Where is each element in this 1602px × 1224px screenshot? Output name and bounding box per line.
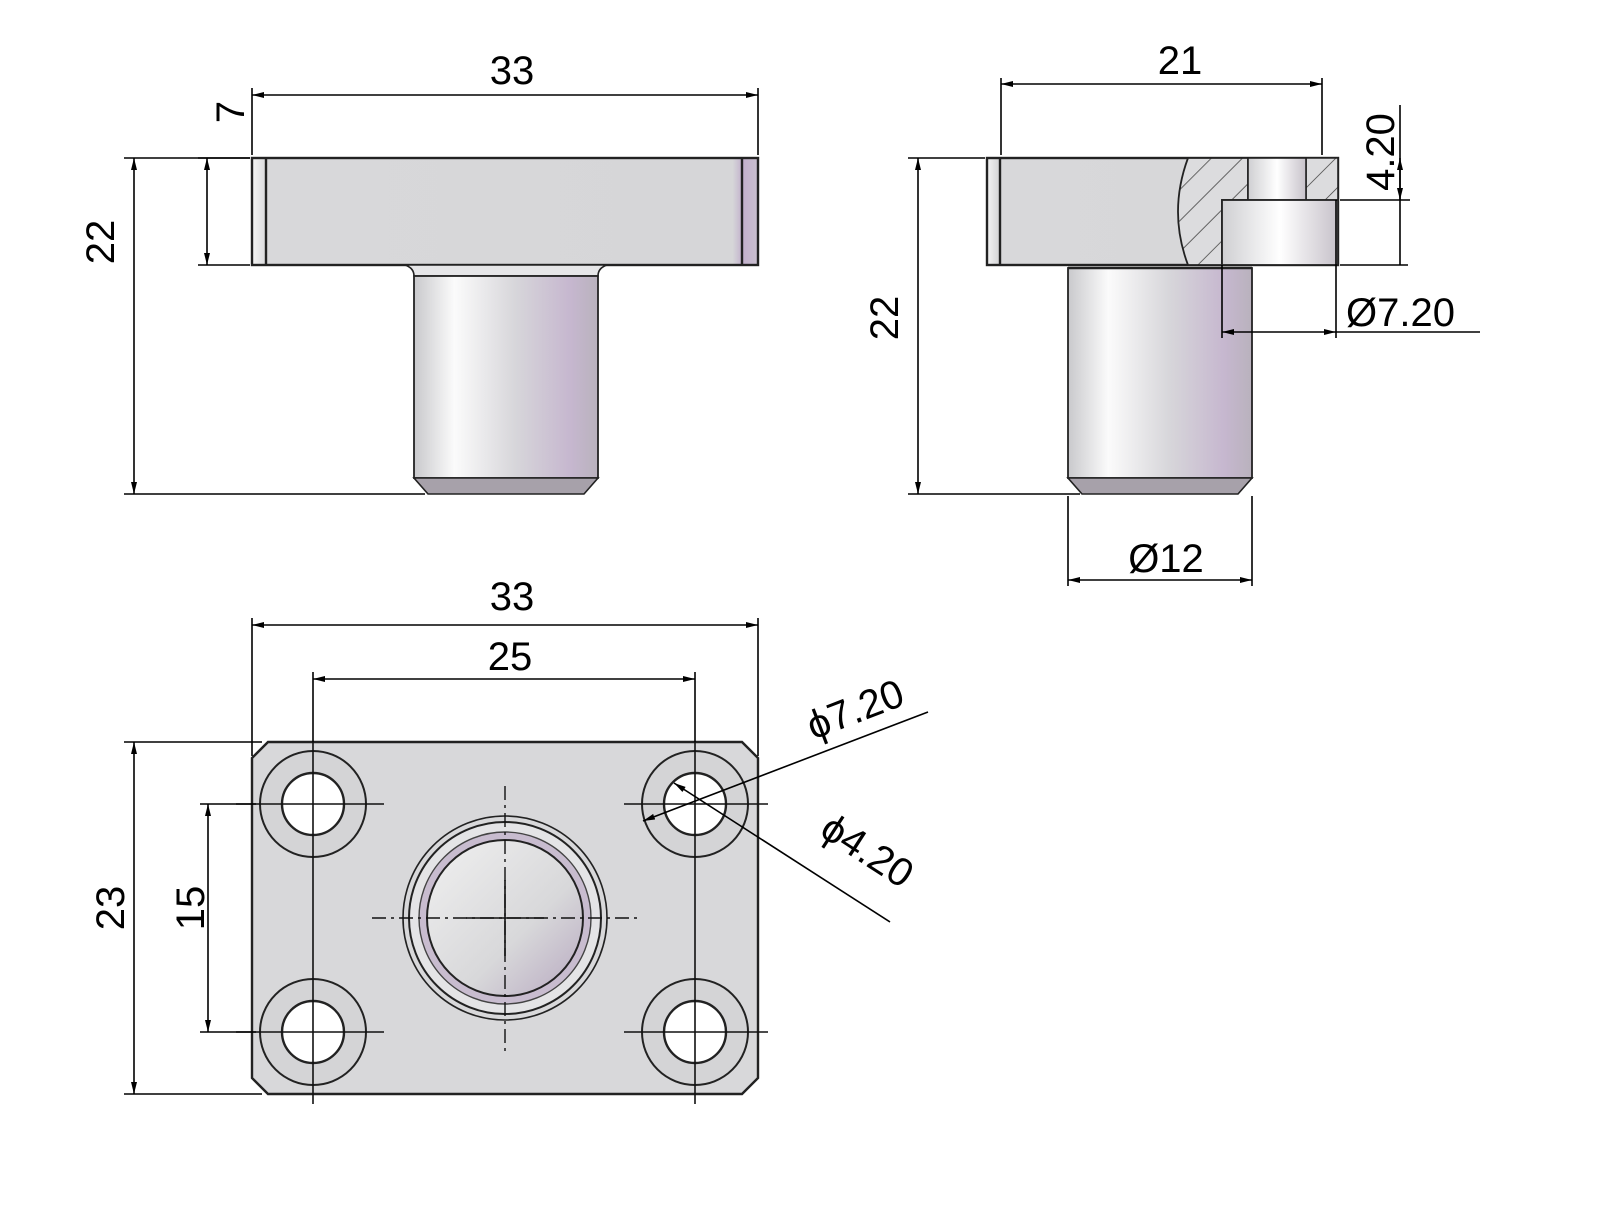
side-shaft-chamfer	[1066, 477, 1254, 495]
side-dimensions: 21 4.20 Ø7.20 22 Ø12	[863, 39, 1480, 586]
top-view	[236, 740, 768, 1104]
front-dimensions: 33 7 22	[79, 49, 759, 495]
dim-side-shaft-dia: Ø12	[1128, 537, 1204, 581]
side-counterbore	[1221, 199, 1339, 266]
center-lines	[236, 742, 768, 1104]
dim-top-counterbore-dia: ϕ7.20	[801, 671, 910, 748]
front-flange	[250, 156, 760, 267]
front-view	[250, 156, 760, 495]
dim-front-width: 33	[490, 49, 535, 93]
front-fillet	[404, 264, 608, 277]
side-through-hole	[1247, 157, 1307, 201]
dim-side-width: 21	[1158, 39, 1203, 83]
side-section-hatch-right	[1305, 157, 1339, 201]
side-view	[985, 156, 1340, 495]
dim-side-counterbore-depth: 4.20	[1359, 113, 1403, 191]
side-shaft	[1067, 267, 1253, 479]
front-shaft	[413, 275, 599, 479]
dim-top-height: 23	[89, 886, 133, 931]
dim-front-height: 22	[79, 220, 123, 265]
dim-side-counterbore-dia: Ø7.20	[1346, 291, 1455, 335]
dim-front-flange-thickness: 7	[209, 101, 253, 123]
dim-side-height: 22	[863, 296, 907, 341]
dim-top-hole-spacing-y: 15	[169, 886, 213, 931]
front-shaft-chamfer	[412, 477, 600, 495]
dim-top-width: 33	[490, 575, 535, 619]
dim-top-hole-spacing-x: 25	[488, 635, 533, 679]
